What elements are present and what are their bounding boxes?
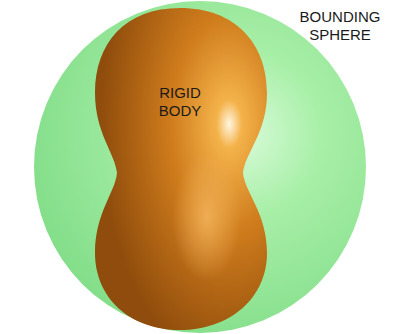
bounding-sphere-label: BOUNDING SPHERE [288,8,392,44]
body-outline [95,8,267,330]
sphere-outline [34,1,366,333]
rigid-body-shape [95,8,267,330]
rigid-body: RIGID BODY [95,8,267,330]
body-highlight [95,8,267,330]
rigid-body-label: RIGID BODY [140,84,220,120]
